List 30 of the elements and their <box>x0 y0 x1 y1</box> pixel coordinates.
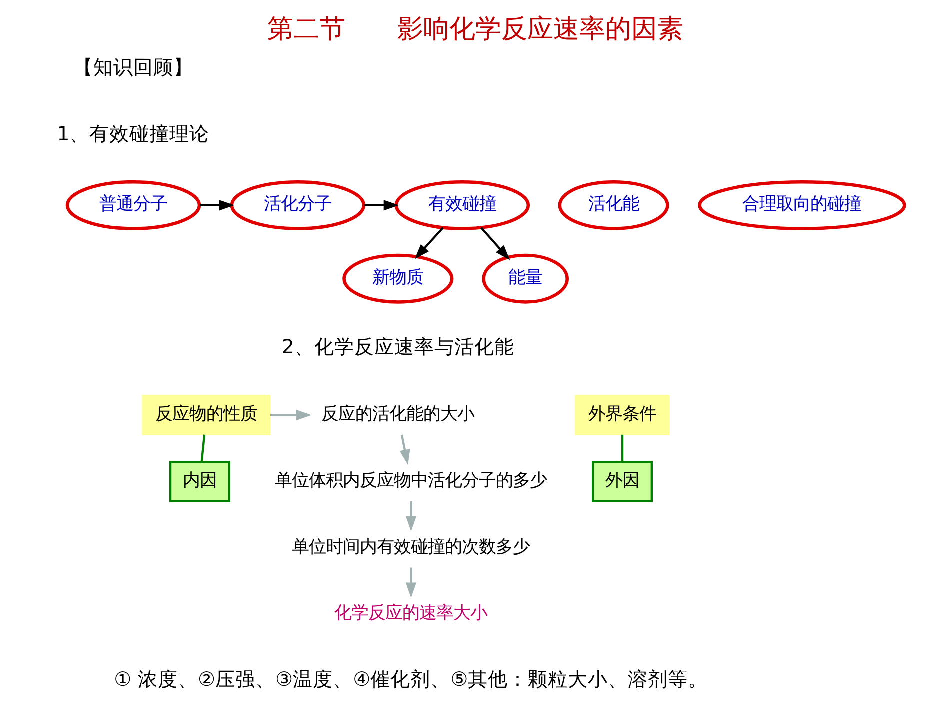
label: 2、化学反应速率与活化能 <box>281 336 514 359</box>
node-ellipse: 合理取向的碰撞 <box>698 180 906 230</box>
arrow <box>270 410 312 421</box>
node-text: 化学反应的速率大小 <box>334 604 488 624</box>
arrow <box>405 501 416 532</box>
arrow <box>480 227 510 260</box>
node-ellipse: 普通分子 <box>65 180 201 230</box>
label: 1、有效碰撞理论 <box>56 122 210 146</box>
node-text: 单位时间内有效碰撞的次数多少 <box>292 537 530 558</box>
node-text: 单位体积内反应物中活化分子的多少 <box>274 470 547 491</box>
connector <box>200 434 206 462</box>
node-box: 内因 <box>168 460 230 502</box>
node-box: 反应物的性质 <box>142 395 270 436</box>
arrow <box>414 227 444 260</box>
node-ellipse: 能量 <box>482 254 568 304</box>
connector <box>620 434 624 462</box>
node-text: 反应的活化能的大小 <box>321 404 474 424</box>
arrow <box>199 200 234 211</box>
label: 【知识回顾】 <box>72 56 193 79</box>
diagram-title: 第二节 影响化学反应速率的因素 <box>266 14 683 45</box>
label: ① 浓度、②压强、③温度、④催化剂、⑤其他：颗粒大小、溶剂等。 <box>114 668 708 691</box>
node-ellipse: 有效碰撞 <box>394 180 530 230</box>
arrow <box>364 200 399 211</box>
node-box: 外界条件 <box>574 395 670 436</box>
node-box: 外因 <box>592 460 652 502</box>
node-ellipse: 活化分子 <box>230 180 366 230</box>
node-ellipse: 新物质 <box>342 254 454 304</box>
arrow <box>405 568 416 598</box>
arrow <box>399 434 410 466</box>
node-ellipse: 活化能 <box>558 180 669 230</box>
